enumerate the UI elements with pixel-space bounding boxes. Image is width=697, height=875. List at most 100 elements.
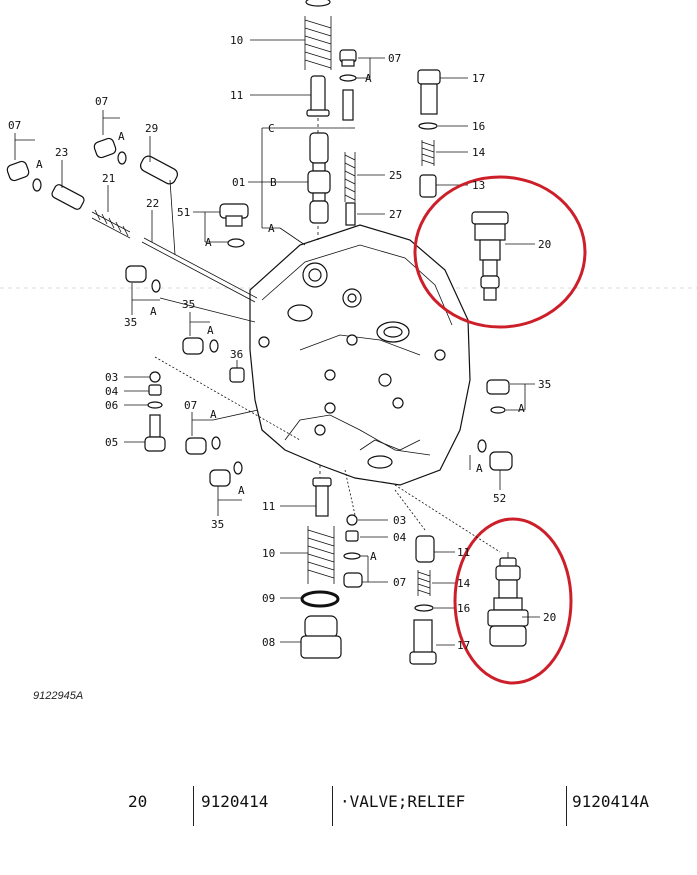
callout-14-top: 14 xyxy=(472,146,486,159)
callout-a-5: A xyxy=(205,236,212,249)
callout-11-bottom: 11 xyxy=(262,500,275,513)
spring-21 xyxy=(91,209,131,239)
plug-35-right xyxy=(486,379,510,395)
callout-07-left-lower: 07 xyxy=(184,399,197,412)
plug-07-top xyxy=(339,49,357,121)
bottom-spool-11 xyxy=(312,477,332,517)
callout-16-bottom: 16 xyxy=(457,602,470,615)
callout-35-left-a: 35 xyxy=(124,316,137,329)
callout-17-top: 17 xyxy=(472,72,485,85)
callout-08: 08 xyxy=(262,636,275,649)
column-separator xyxy=(332,786,333,826)
part-description: ·VALVE;RELIEF xyxy=(340,792,466,811)
pin-27 xyxy=(345,202,356,226)
top-spring-10 xyxy=(304,0,332,70)
callout-35-lower-left: 35 xyxy=(211,518,224,531)
valve-body xyxy=(249,224,471,486)
pin-22 xyxy=(141,237,258,303)
oring-06 xyxy=(147,401,163,409)
exploded-parts-diagram: 10 11 07 A 17 07 A 29 07 A 23 21 22 16 1… xyxy=(0,0,697,685)
relief-valve-20-bottom[interactable] xyxy=(487,557,529,647)
plug-51 xyxy=(219,203,249,227)
oring-16-bottom xyxy=(414,604,434,612)
plug-17-top xyxy=(417,69,441,115)
callout-04-bottom: 04 xyxy=(393,531,407,544)
callout-10-bottom: 10 xyxy=(262,547,275,560)
callout-35-left-b: 35 xyxy=(182,298,195,311)
callout-a-2: A xyxy=(118,130,125,143)
callout-22: 22 xyxy=(146,197,159,210)
callout-11-top: 11 xyxy=(230,89,243,102)
plug-35-left-a xyxy=(125,265,147,283)
plug-07-left-b xyxy=(6,160,30,182)
top-spool-11 xyxy=(306,75,330,117)
callout-a-6: A xyxy=(207,324,214,337)
plug-52 xyxy=(489,451,513,471)
drawing-number: 9122945A xyxy=(33,690,84,702)
callout-01: 01 xyxy=(232,176,245,189)
callout-14-bottom: 14 xyxy=(457,577,471,590)
ball-03-bottom xyxy=(346,514,358,526)
callout-labels: 10 11 07 A 17 07 A 29 07 A 23 21 22 16 1… xyxy=(8,34,556,652)
sleeve-29 xyxy=(139,155,179,185)
callout-07-bottom: 07 xyxy=(393,576,406,589)
bottom-spring-10 xyxy=(307,526,335,584)
callout-29: 29 xyxy=(145,122,158,135)
spring-14-top xyxy=(421,140,435,166)
highlight-circle-top xyxy=(413,175,587,329)
spring-14-bottom xyxy=(417,570,431,596)
callout-06: 06 xyxy=(105,399,118,412)
callout-10-top: 10 xyxy=(230,34,243,47)
callout-a-7: A xyxy=(150,305,157,318)
highlight-circle-bottom xyxy=(453,517,573,685)
parts-list-row[interactable]: 20 9120414 ·VALVE;RELIEF 9120414A xyxy=(0,780,697,830)
callout-a-4: A xyxy=(268,222,275,235)
callout-25: 25 xyxy=(389,169,402,182)
callout-04-left: 04 xyxy=(105,385,119,398)
replacement-part-number: 9120414A xyxy=(572,792,650,811)
callout-16-top: 16 xyxy=(472,120,485,133)
plug-07-left-a xyxy=(93,137,117,159)
callout-11-right: 11 xyxy=(457,546,470,559)
column-separator xyxy=(193,786,194,826)
plug-07-bottom xyxy=(343,572,363,588)
callout-a-12: A xyxy=(370,550,377,563)
item-number: 20 xyxy=(128,792,148,811)
plug-17-bottom xyxy=(409,619,437,665)
callout-a-3: A xyxy=(36,158,43,171)
callout-52: 52 xyxy=(493,492,506,505)
callout-20-bottom: 20 xyxy=(543,611,556,624)
callout-a-1: A xyxy=(365,72,372,85)
plug-07-left-lower xyxy=(185,437,207,455)
plug-23 xyxy=(51,184,85,210)
callout-a-10: A xyxy=(238,484,245,497)
relief-valve-20-top[interactable] xyxy=(471,211,509,301)
callout-b: B xyxy=(270,176,277,189)
callout-07-left-a: 07 xyxy=(95,95,108,108)
callout-09: 09 xyxy=(262,592,275,605)
plunger-05 xyxy=(144,414,166,452)
callout-07-left-b: 07 xyxy=(8,119,21,132)
callout-a-8: A xyxy=(210,408,217,421)
plug-36 xyxy=(229,367,245,383)
callout-a-11: A xyxy=(476,462,483,475)
callout-03-left: 03 xyxy=(105,371,118,384)
callout-05: 05 xyxy=(105,436,118,449)
seat-04-bottom xyxy=(345,530,359,542)
callout-17-bottom: 17 xyxy=(457,639,470,652)
callout-51: 51 xyxy=(177,206,190,219)
spool-01 xyxy=(307,132,331,224)
spring-25 xyxy=(344,152,356,202)
plug-08 xyxy=(300,615,342,659)
callout-a-9: A xyxy=(518,402,525,415)
seat-04-left xyxy=(148,384,162,396)
callout-03-bottom: 03 xyxy=(393,514,406,527)
plug-35-lower-left xyxy=(209,469,231,487)
callout-07-top: 07 xyxy=(388,52,401,65)
callout-13-top: 13 xyxy=(472,179,485,192)
callout-21: 21 xyxy=(102,172,115,185)
ball-03-left xyxy=(149,371,161,383)
callout-36: 36 xyxy=(230,348,243,361)
callout-35-right: 35 xyxy=(538,378,551,391)
poppet-bottom xyxy=(415,535,435,563)
